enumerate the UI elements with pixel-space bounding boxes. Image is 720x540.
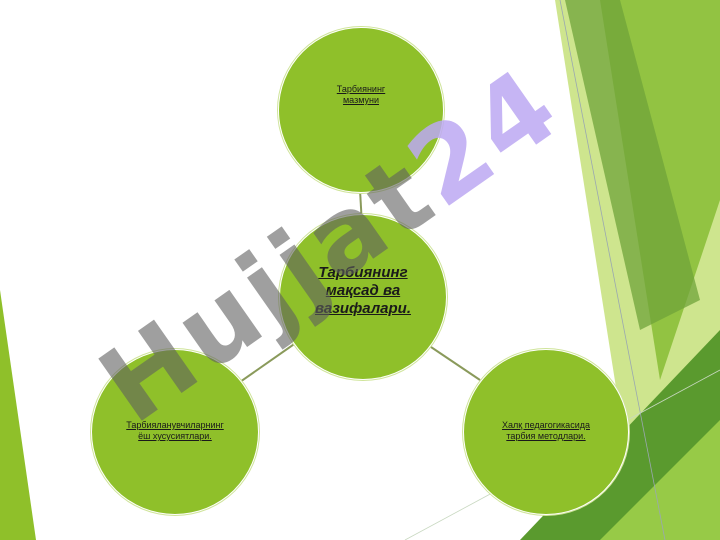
circle-left-text: Тарбияланувчиларнинг ёш хусусиятлари.	[126, 420, 224, 442]
circle-center-line-1: Тарбиянинг	[318, 264, 408, 281]
circle-center: Тарбиянинг мақсад ва вазифалари.	[279, 214, 447, 380]
circle-top-line-1: Тарбиянинг	[336, 84, 386, 94]
circle-left: Тарбияланувчиларнинг ёш хусусиятлари.	[91, 349, 259, 515]
left-decor-stripe	[0, 290, 36, 540]
decor-thin-line-1	[559, 0, 666, 540]
bottom-decor-shape-light	[600, 420, 720, 540]
circle-top-text: Тарбиянинг мазмуни	[337, 84, 385, 106]
circle-right-line-2: тарбия методлари.	[506, 431, 586, 441]
circle-center-line-2: мақсад ва	[325, 282, 401, 299]
circle-left-line-2: ёш хусусиятлари.	[138, 431, 212, 441]
circle-top: Тарбиянинг мазмуни	[278, 27, 444, 193]
circle-center-line-3: вазифалари.	[315, 300, 411, 317]
connector-left	[239, 339, 301, 383]
circle-right-line-1: Халқ педагогикасида	[502, 420, 590, 430]
circle-right-text: Халқ педагогикасида тарбия методлари.	[502, 420, 590, 442]
circle-left-line-1: Тарбияланувчиларнинг	[126, 420, 224, 430]
connector-right	[427, 344, 481, 381]
circle-top-line-2: мазмуни	[342, 95, 379, 105]
circle-center-text: Тарбиянинг мақсад ва вазифалари.	[315, 264, 411, 318]
circle-right: Халқ педагогикасида тарбия методлари.	[463, 349, 629, 515]
right-decor-shape-dark	[565, 0, 700, 330]
